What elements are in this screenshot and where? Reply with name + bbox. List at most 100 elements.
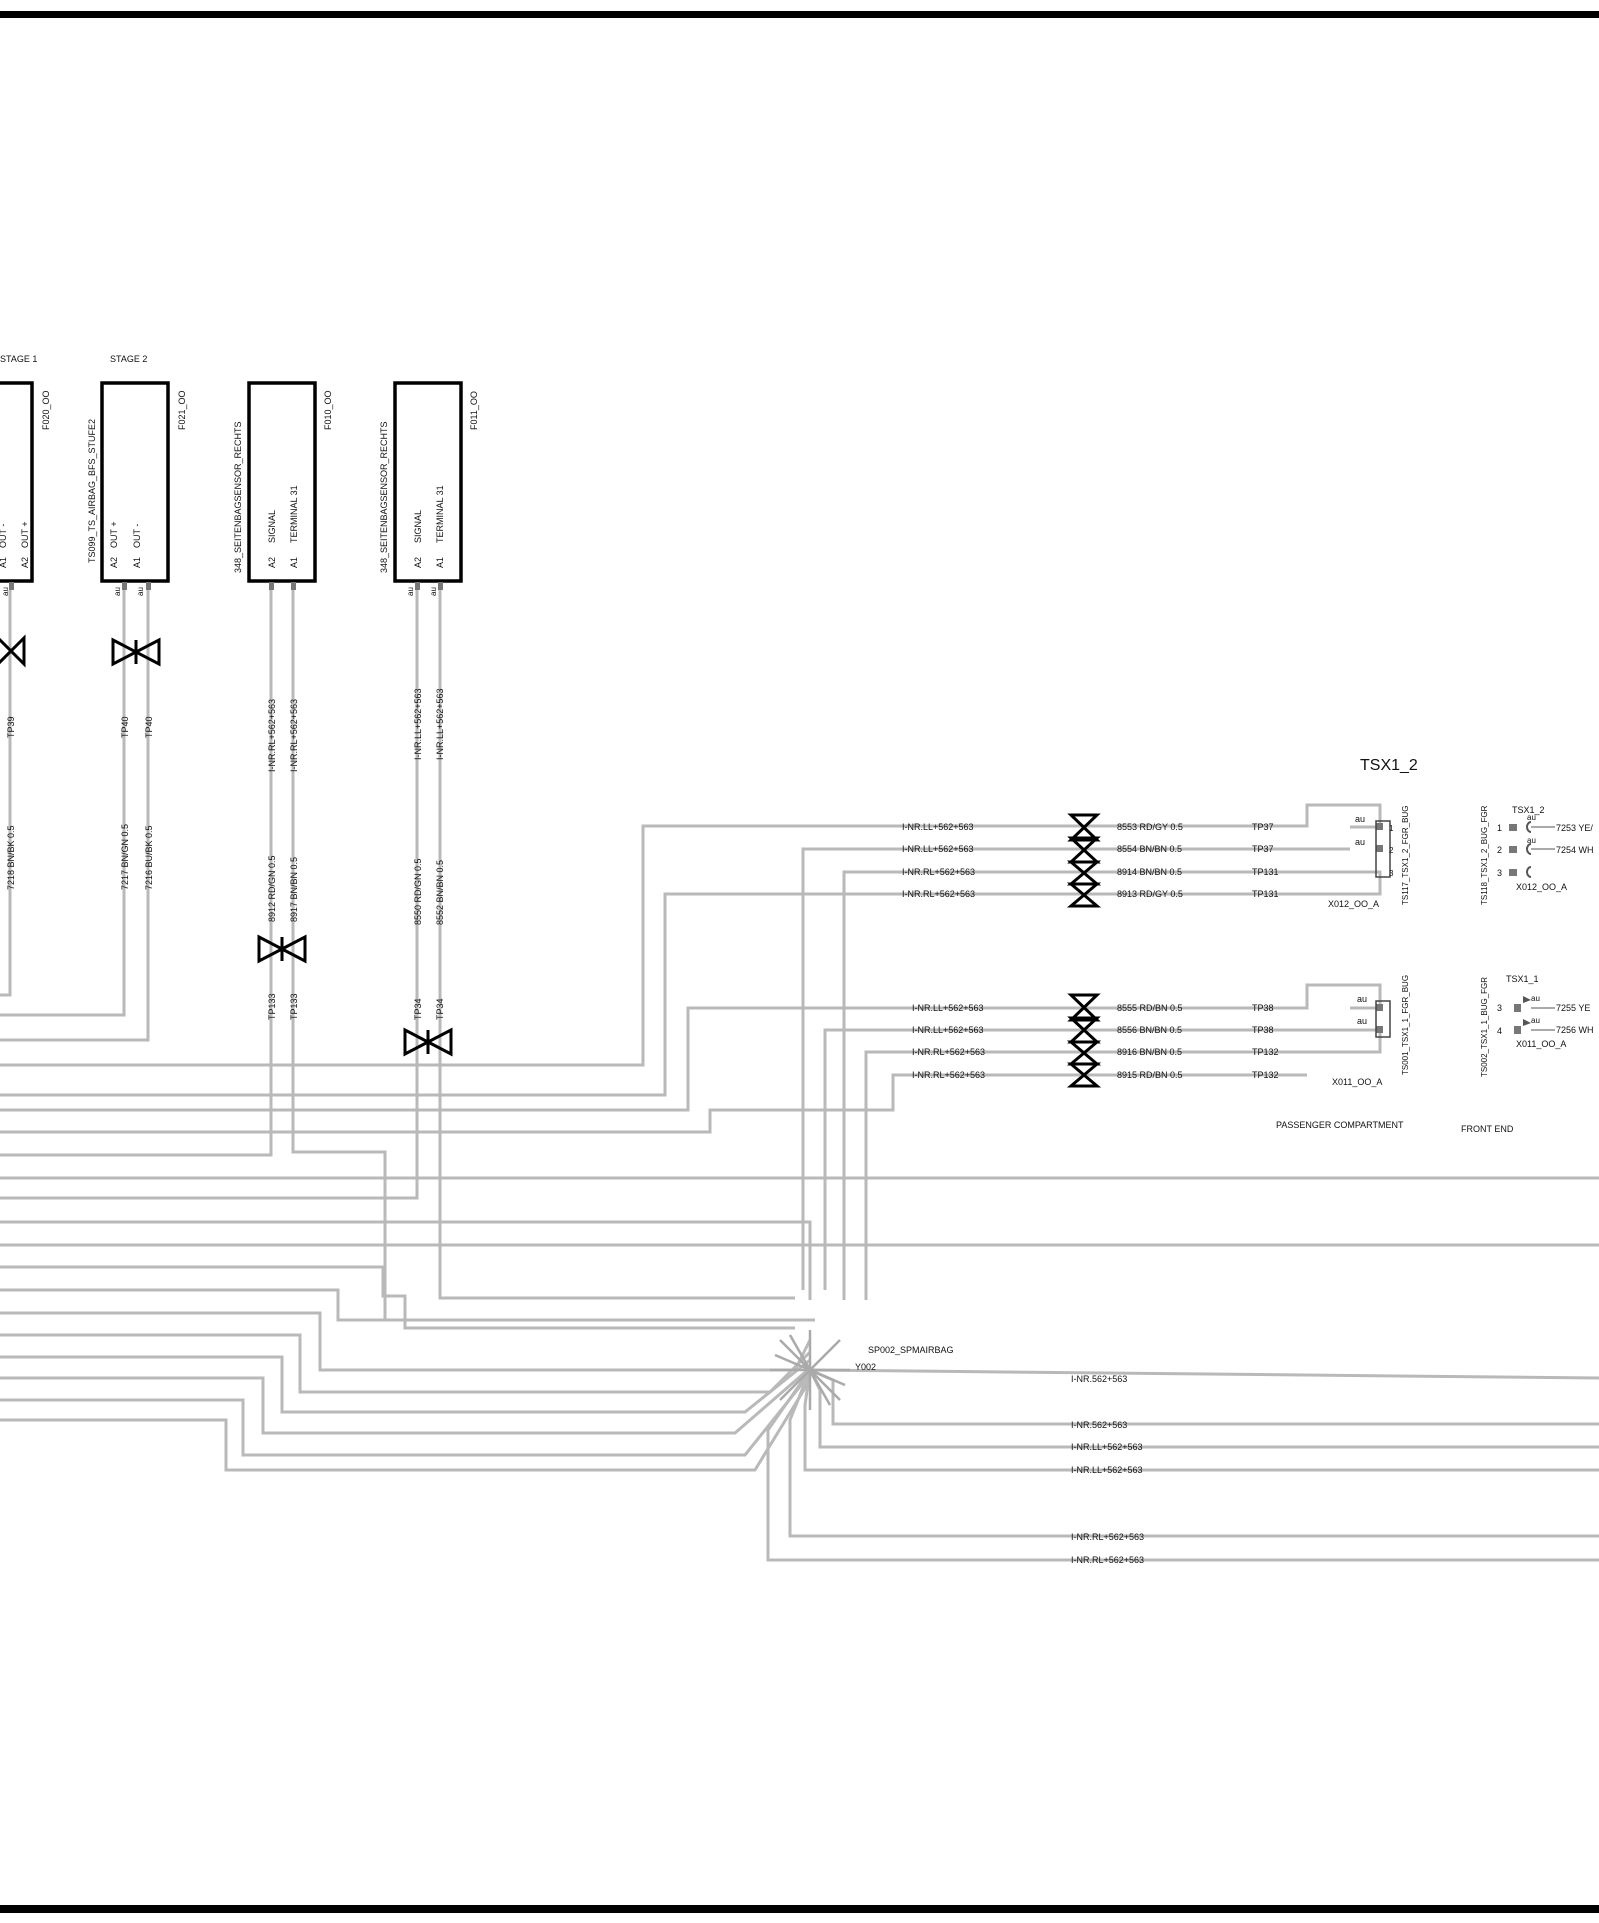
pin-label: OUT + <box>20 521 30 548</box>
component-f020: STAGE 1 F020_OO OUT - OUT + A1 A2 au <box>0 354 51 596</box>
pin-number: 2 <box>1497 845 1502 855</box>
connector-vert-label: TS001_TSX1_1_FGR_BUG <box>1401 975 1410 1075</box>
connector-title: TSX1_1 <box>1506 974 1539 984</box>
wire-spec: 8914 BN/BN 0.5 <box>1117 867 1182 877</box>
pin-label: TERMINAL 31 <box>289 485 299 543</box>
net-label: I-NR.RL+562+563 <box>902 867 975 877</box>
pin-number: 1 <box>1497 823 1502 833</box>
au-label: au <box>136 587 145 596</box>
wire-spec: 7254 WH <box>1556 845 1594 855</box>
wire-bundle <box>0 590 1599 1562</box>
stage2-label: STAGE 2 <box>110 354 147 364</box>
wire-spec: 8915 RD/BN 0.5 <box>1117 1070 1183 1080</box>
wire-spec: 8913 RD/GY 0.5 <box>1117 889 1183 899</box>
net-label: I-NR.LL+562+563 <box>912 1025 984 1035</box>
tp-label: TP37 <box>1252 844 1274 854</box>
net-label: I-NR.RL+562+563 <box>289 699 299 772</box>
pin-label: OUT + <box>109 521 119 548</box>
component-name: TS099_TS_AIRBAG_BFS_STUFE2 <box>87 419 97 563</box>
net-label: I-NR.LL+562+563 <box>912 1003 984 1013</box>
net-label: I-NR.LL+562+563 <box>413 688 423 760</box>
net-label: I-NR.LL+562+563 <box>902 822 974 832</box>
au-label: au <box>1 587 10 596</box>
pin-label: OUT - <box>132 524 142 548</box>
wire-spec: 8550 RD/GN 0.5 <box>413 858 423 925</box>
net-label: I-NR.RL+562+563 <box>912 1047 985 1057</box>
wire-spec: 8554 BN/BN 0.5 <box>1117 844 1182 854</box>
connector-group-tsx1-2: TSX1_2 I-NR.LL+562+563 I-NR.LL+562+563 I… <box>902 757 1594 909</box>
splice-output-label: I-NR.LL+562+563 <box>1071 1465 1143 1475</box>
au-label: au <box>113 587 122 596</box>
pin-number: 3 <box>1497 868 1502 878</box>
component-ref: F021_OO <box>177 390 187 430</box>
pin-label: OUT - <box>0 524 8 548</box>
connector-label: X011_OO_A <box>1332 1077 1382 1087</box>
wire-spec: 7216 BU/BK 0.5 <box>144 825 154 890</box>
component-ref: F010_OO <box>323 390 333 430</box>
zone-front-label: FRONT END <box>1461 1124 1514 1134</box>
au-label: au <box>406 587 415 596</box>
wire-spec: 8912 RD/GN 0.5 <box>267 855 277 922</box>
splice-output-label: I-NR.LL+562+563 <box>1071 1442 1143 1452</box>
au-label: au <box>1357 994 1367 1004</box>
pin-label: TERMINAL 31 <box>435 485 445 543</box>
net-label: I-NR.RL+562+563 <box>267 699 277 772</box>
component-f021: STAGE 2 TS099_TS_AIRBAG_BFS_STUFE2 F021_… <box>87 354 187 596</box>
net-label: I-NR.LL+562+563 <box>435 688 445 760</box>
pin-number: 2 <box>1389 846 1394 855</box>
connector-label: X012_OO_A <box>1328 899 1379 909</box>
pin-id: A1 <box>0 557 8 568</box>
tp-label: TP131 <box>1252 889 1279 899</box>
pin-number: 3 <box>1389 869 1394 878</box>
connector-label: X011_OO_A <box>1516 1039 1566 1049</box>
net-label: I-NR.LL+562+563 <box>902 844 974 854</box>
splice-output-label: I-NR.RL+562+563 <box>1071 1555 1144 1565</box>
net-label: I-NR.RL+562+563 <box>912 1070 985 1080</box>
tp-label: TP132 <box>1252 1070 1279 1080</box>
connector-group-tsx1-1: I-NR.LL+562+563 I-NR.LL+562+563 I-NR.RL+… <box>912 974 1594 1087</box>
tp-label: TP34 <box>413 998 423 1020</box>
au-label: au <box>1357 1016 1367 1026</box>
splice-star <box>770 1330 850 1410</box>
wire-spec: 8552 BN/BN 0.5 <box>435 860 445 925</box>
component-ref: F020_OO <box>41 390 51 430</box>
pin-number: 1 <box>1389 824 1394 833</box>
wire-spec: 8916 BN/BN 0.5 <box>1117 1047 1182 1057</box>
component-f011: 348_SEITENBAGSENSOR_RECHTS F011_OO SIGNA… <box>379 381 479 596</box>
tp-label: TP37 <box>1252 822 1274 832</box>
component-name: 348_SEITENBAGSENSOR_RECHTS <box>379 421 389 573</box>
tp-label: TP40 <box>120 716 130 738</box>
pin-id: A2 <box>413 557 423 568</box>
pin-id: A1 <box>132 557 142 568</box>
pin-id: A2 <box>267 557 277 568</box>
tp-label: TP38 <box>1252 1025 1274 1035</box>
splice-output-label: I-NR.562+563 <box>1071 1374 1127 1384</box>
tp-label: TP40 <box>144 716 154 738</box>
component-ref: F011_OO <box>469 391 479 430</box>
splice-output-label: I-NR.562+563 <box>1071 1420 1127 1430</box>
wire-spec: 7218 BN/BK 0.5 <box>6 825 16 890</box>
connector-label: X012_OO_A <box>1516 882 1567 892</box>
au-label: au <box>1355 814 1365 824</box>
wire-spec: 7255 YE <box>1556 1003 1590 1013</box>
pin-label: SIGNAL <box>267 510 277 543</box>
bottom-border <box>0 1905 1599 1913</box>
stage1-label: STAGE 1 <box>0 354 37 364</box>
au-label: au <box>1355 837 1365 847</box>
au-label: au <box>1531 994 1540 1003</box>
connector-vert-label: TS117_TSX1_2_FGR_BUG <box>1401 806 1410 905</box>
wire-spec: 8917 BN/BN 0.5 <box>289 857 299 922</box>
pin-label: SIGNAL <box>413 510 423 543</box>
tp-label: TP132 <box>1252 1047 1279 1057</box>
component-f010: 348_SEITENBAGSENSOR_RECHTS F010_OO SIGNA… <box>233 381 333 590</box>
pin-number: 3 <box>1497 1003 1502 1013</box>
wire-spec: 7253 YE/ <box>1556 823 1593 833</box>
pin-id: A2 <box>20 557 30 568</box>
au-label: au <box>429 587 438 596</box>
connector-vert-label: TS002_TSX1_1_BUG_FGR <box>1480 977 1489 1077</box>
twist-symbols <box>0 634 1102 1088</box>
wire-spec: 8553 RD/GY 0.5 <box>1117 822 1183 832</box>
au-label: au <box>1531 1016 1540 1025</box>
tp-label: TP34 <box>435 998 445 1020</box>
